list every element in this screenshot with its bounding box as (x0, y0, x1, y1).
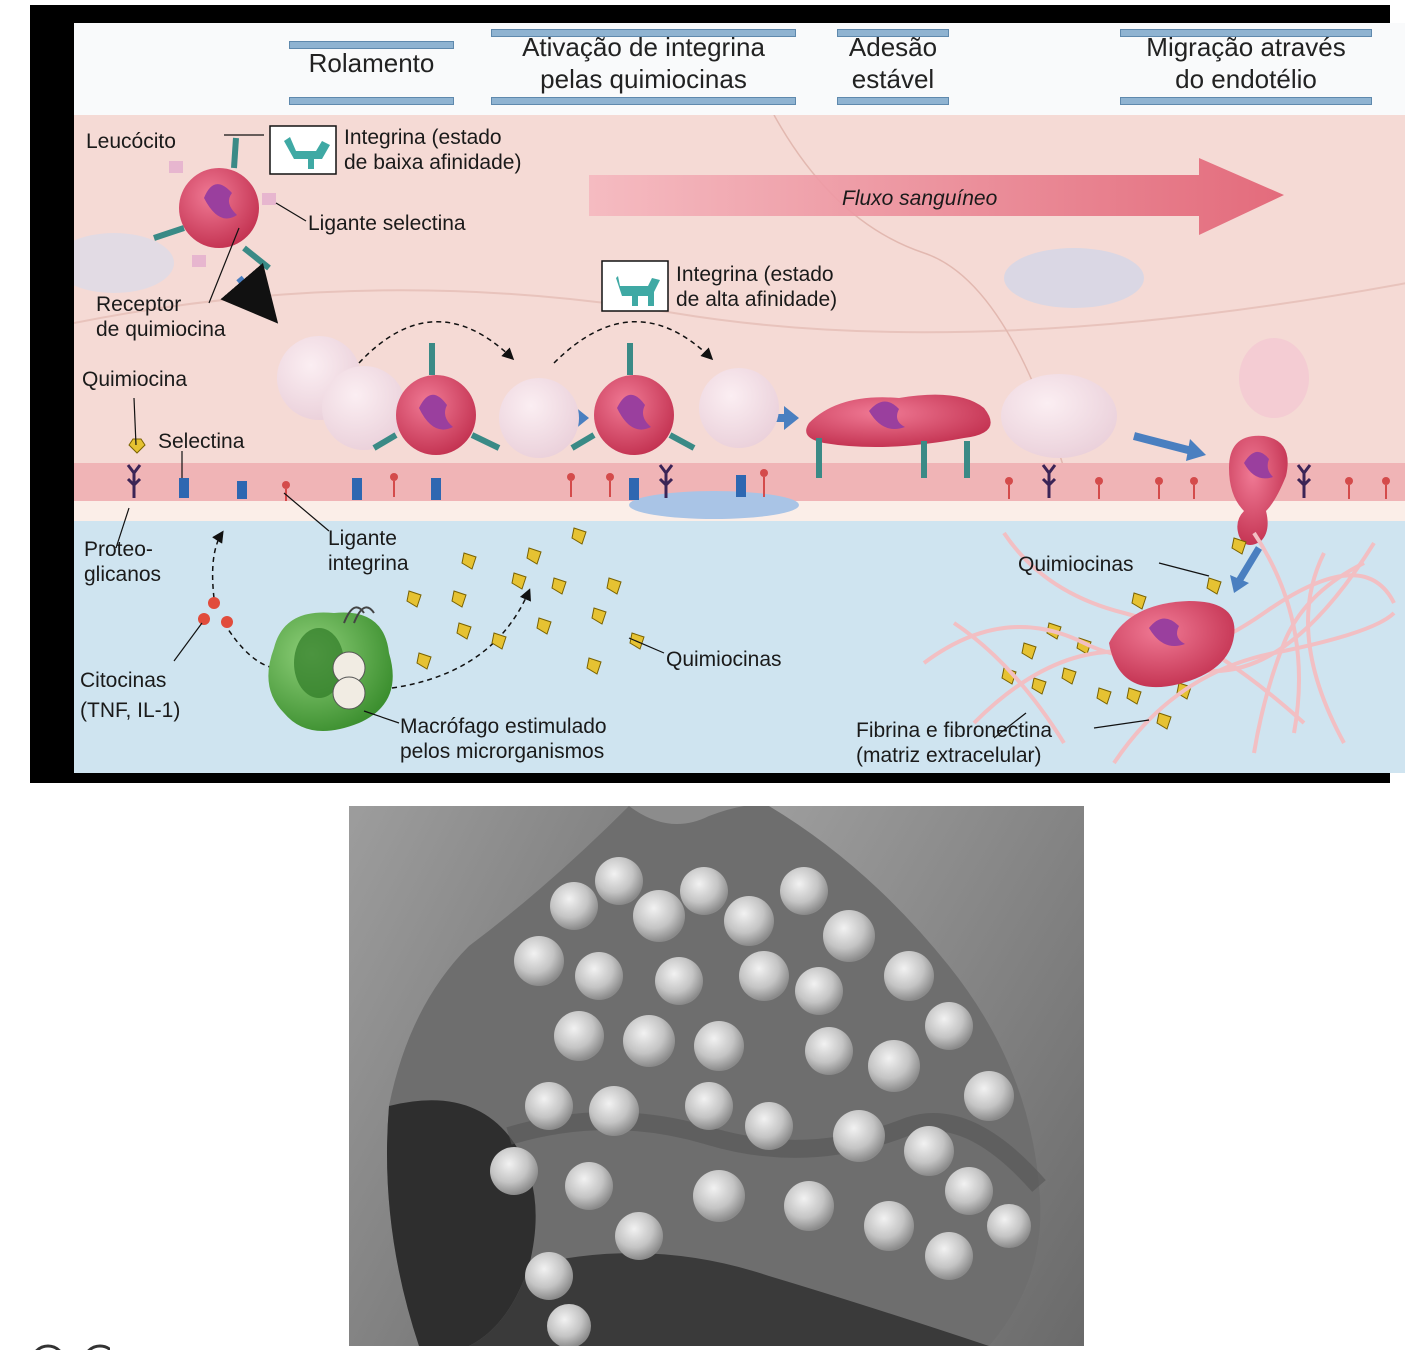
leukocyte-spheres (490, 857, 1031, 1346)
stage-adhesion-line2: estável (851, 64, 935, 94)
diagram-panel: Rolamento Ativação de integrina pelas qu… (74, 23, 1405, 773)
label-quimiocinas-right: Quimiocinas (1018, 553, 1134, 576)
stage-adhesion-line1: Adesão (848, 32, 938, 62)
leukocyte-transmigrating (1229, 435, 1288, 545)
label-integrina-baixa-2: de baixa afinidade) (344, 151, 522, 174)
electron-micrograph (349, 806, 1084, 1346)
endothelial-molecules (126, 438, 1390, 501)
label-leucocito: Leucócito (86, 130, 176, 153)
stage-migration-line2: do endotélio (1175, 64, 1317, 94)
stage-migration-line1: Migração através (1146, 32, 1346, 62)
stage-rolling-label: Rolamento (308, 48, 435, 78)
label-receptor-2: de quimiocina (96, 318, 226, 341)
label-fibrina-2: (matriz extracelular) (856, 744, 1042, 767)
leukocyte-in-tissue (1109, 601, 1235, 688)
label-quimiocina: Quimiocina (82, 368, 188, 391)
figure-frame: Rolamento Ativação de integrina pelas qu… (30, 5, 1405, 783)
label-integrina-baixa-1: Integrina (estado (344, 126, 502, 149)
label-integrina-alta-1: Integrina (estado (676, 263, 834, 286)
stage-adhesion: Adesão estável (837, 29, 949, 105)
label-proteo-1: Proteo- (84, 538, 153, 561)
stage-migration: Migração através do endotélio (1120, 29, 1372, 105)
macrophage (268, 606, 393, 731)
label-citocinas-1: Citocinas (80, 669, 167, 692)
micrograph-illustration (349, 806, 1084, 1346)
label-proteo-2: glicanos (84, 563, 162, 586)
label-citocinas-2: (TNF, IL-1) (80, 699, 181, 722)
label-macrofago-2: pelos microrganismos (400, 740, 605, 763)
stage-rolling: Rolamento (289, 41, 454, 105)
stage-activation: Ativação de integrina pelas quimiocinas (491, 29, 796, 105)
label-ligante-integrina-1: Ligante (328, 527, 397, 550)
leukocyte-activated (570, 343, 696, 455)
page-controls (30, 1340, 110, 1350)
label-macrofago-1: Macrófago estimulado (400, 715, 607, 738)
label-fibrina-1: Fibrina e fibronectina (856, 719, 1053, 742)
diagram-illustration (74, 114, 1405, 773)
leukocyte-adherent (806, 394, 991, 478)
leader-lines (115, 134, 1210, 739)
stage-activation-line1: Ativação de integrina (522, 32, 765, 62)
label-ligante-integrina-2: integrina (328, 552, 409, 575)
leukocyte-rolling (372, 343, 501, 455)
label-ligante-selectina: Ligante selectina (308, 212, 466, 235)
blood-flow-arrow (589, 158, 1284, 235)
label-quimiocinas-mid: Quimiocinas (666, 648, 782, 671)
chemokine-particles (406, 527, 1247, 730)
stage-activation-line2: pelas quimiocinas (540, 64, 747, 94)
label-receptor-1: Receptor (96, 293, 182, 316)
leukocyte-free (153, 137, 276, 271)
label-fluxo: Fluxo sanguíneo (842, 187, 998, 210)
label-selectina: Selectina (158, 430, 245, 453)
label-integrina-alta-2: de alta afinidade) (676, 288, 838, 311)
